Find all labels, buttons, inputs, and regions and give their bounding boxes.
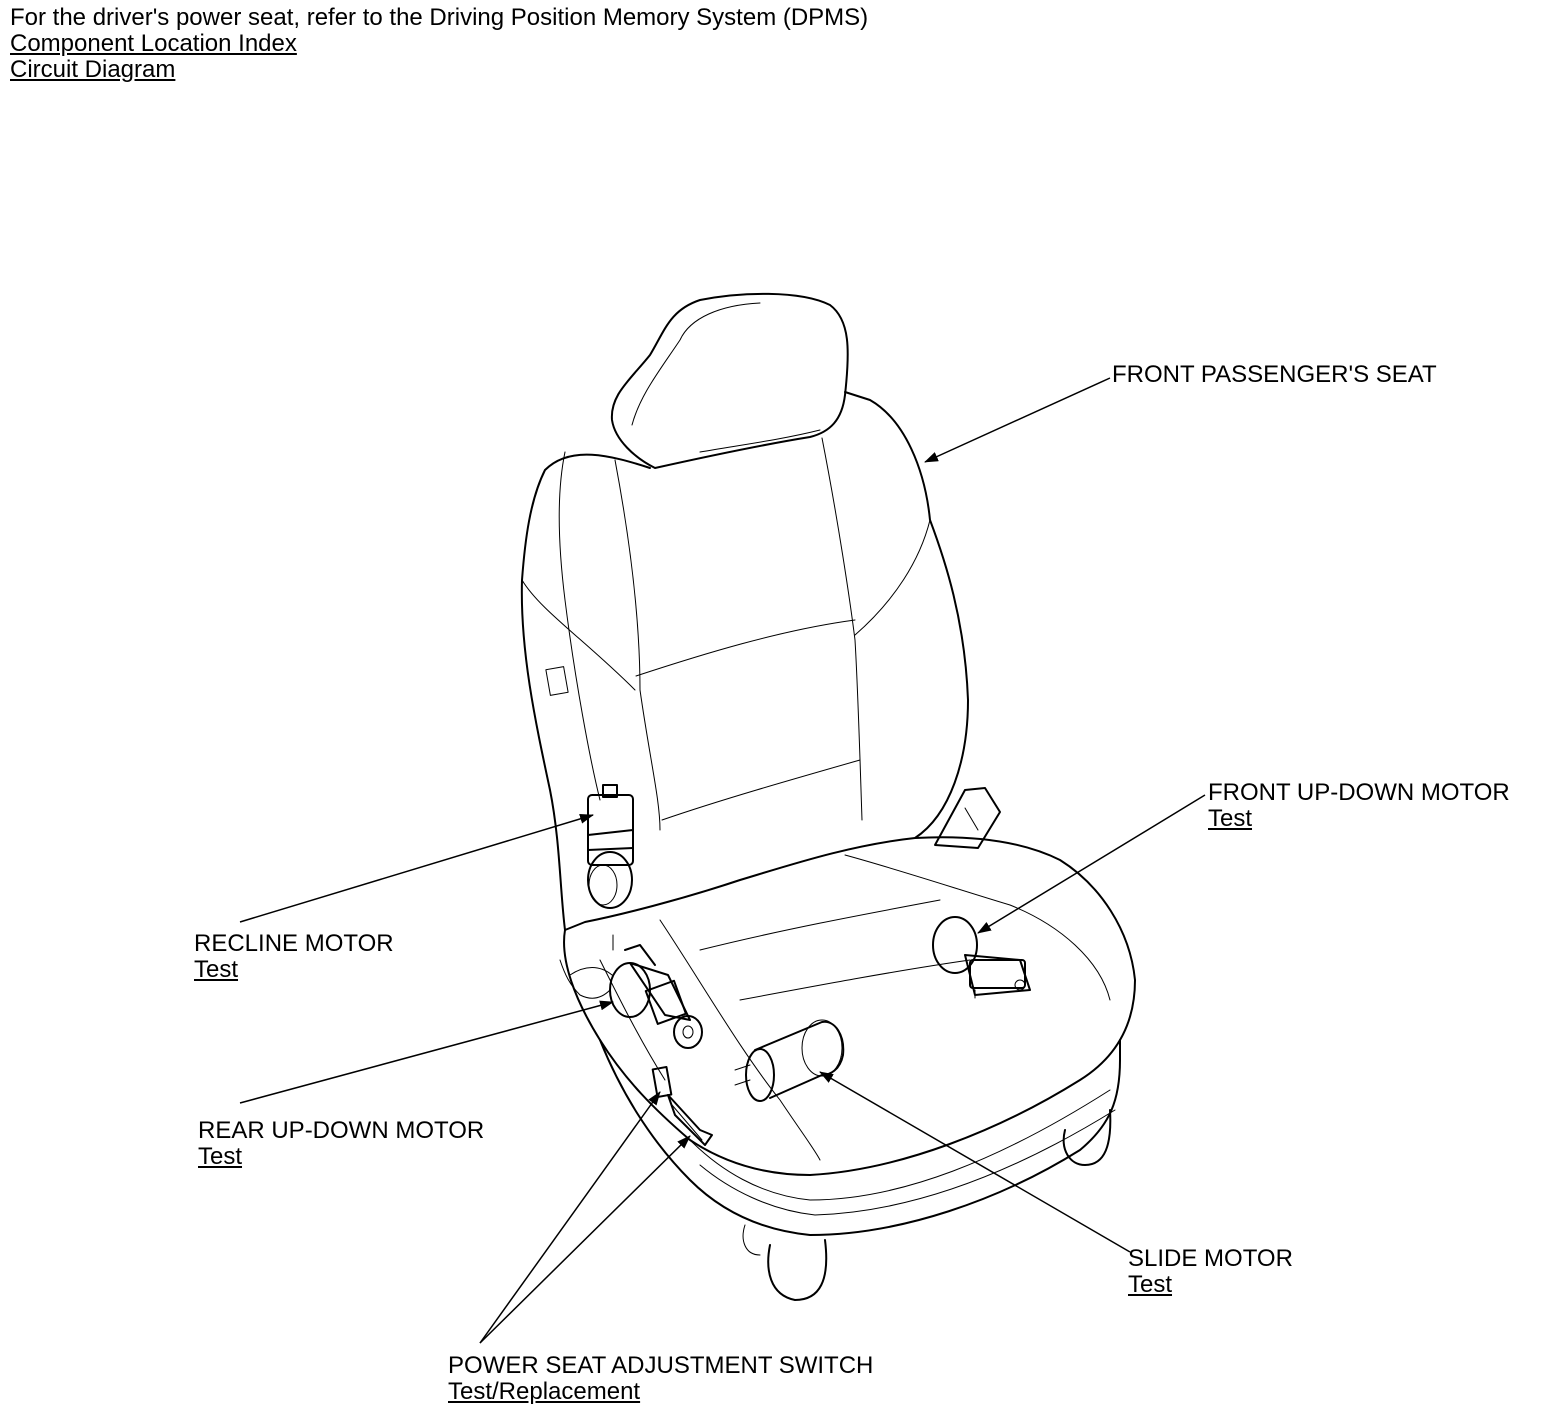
recline-motor-label: RECLINE MOTOR (194, 930, 394, 957)
rear-up-down-motor-label: REAR UP-DOWN MOTOR (198, 1117, 485, 1144)
recline-motor-test-link[interactable]: Test (194, 956, 239, 983)
header: For the driver's power seat, refer to th… (10, 5, 868, 83)
leader-front-up-down-motor (977, 794, 1206, 934)
headrest (610, 292, 849, 469)
switch-shape (651, 1065, 713, 1146)
seat-base (599, 1039, 1121, 1236)
recline-motor-shape (587, 784, 634, 909)
front-up-down-motor-shape (932, 916, 1031, 999)
seat-cushion (563, 836, 1136, 1176)
leader-recline-motor (239, 813, 594, 923)
dpms-note: For the driver's power seat, refer to th… (10, 4, 869, 31)
leader-front-passenger-seat (924, 377, 1111, 463)
power-seat-adjustment-switch-link[interactable]: Test/Replacement (448, 1378, 641, 1405)
front-up-down-motor-test-link[interactable]: Test (1208, 805, 1253, 832)
front-leg (1062, 1109, 1112, 1166)
rear-up-down-motor-shape (609, 934, 703, 1049)
circuit-diagram-link[interactable]: Circuit Diagram (10, 56, 176, 83)
seat-back (520, 391, 969, 931)
component-location-index-link[interactable]: Component Location Index (10, 30, 297, 57)
slide-motor-label: SLIDE MOTOR (1128, 1245, 1293, 1272)
rear-up-down-motor-test-link[interactable]: Test (198, 1143, 243, 1170)
slide-motor-test-link[interactable]: Test (1128, 1271, 1173, 1298)
leader-rear-up-down-motor (239, 1000, 614, 1104)
front-up-down-motor-label: FRONT UP-DOWN MOTOR (1208, 779, 1510, 806)
front-passenger-seat-label: FRONT PASSENGER'S SEAT (1112, 361, 1437, 388)
leader-switch-2 (479, 1135, 691, 1344)
leader-slide-motor (819, 1071, 1131, 1253)
power-seat-adjustment-switch-label: POWER SEAT ADJUSTMENT SWITCH (448, 1352, 874, 1379)
leader-switch-1 (479, 1091, 661, 1344)
rear-leg (767, 1239, 828, 1301)
